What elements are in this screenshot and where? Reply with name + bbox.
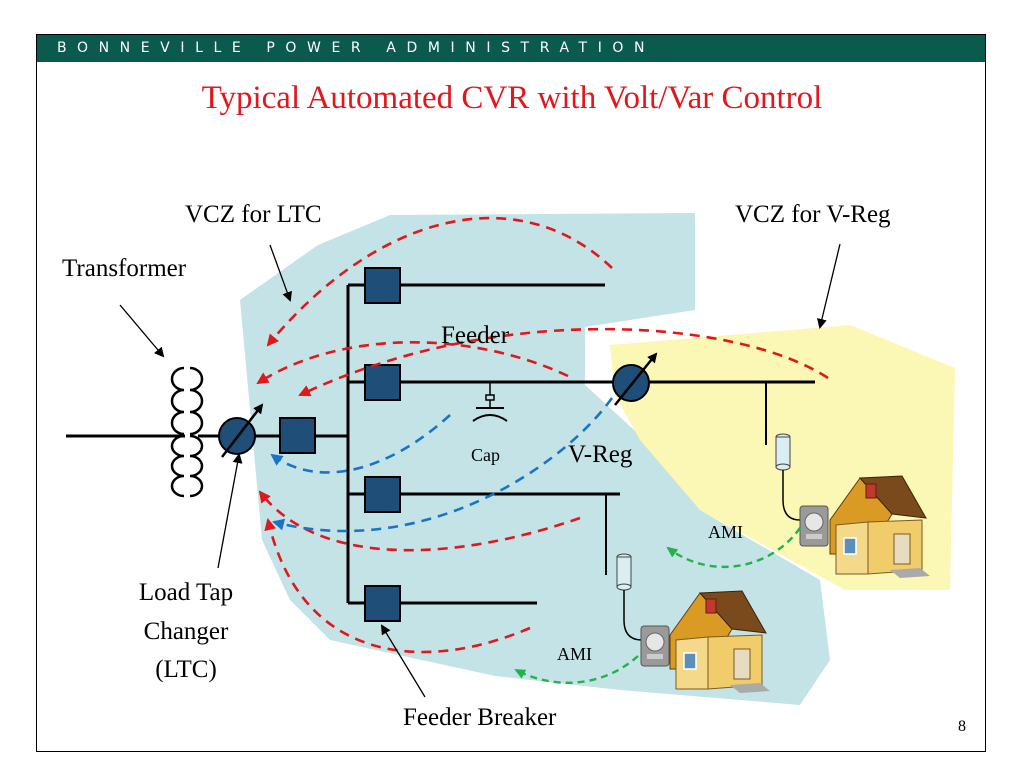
meter-icon bbox=[799, 505, 829, 547]
breaker-icon bbox=[364, 585, 401, 622]
vreg-control-arc bbox=[298, 327, 829, 397]
capacitor-icon bbox=[472, 383, 508, 422]
house-icon bbox=[669, 590, 770, 693]
blue-control-arc bbox=[270, 414, 451, 474]
ami-signal-arc bbox=[514, 655, 639, 684]
vcz-vreg-label: VCZ for V-Reg bbox=[735, 201, 891, 228]
feeder-breaker-label: Feeder Breaker bbox=[403, 704, 557, 731]
ami-label: AMI bbox=[708, 522, 743, 542]
house-icon bbox=[829, 475, 930, 578]
slide-title: Typical Automated CVR with Volt/Var Cont… bbox=[201, 80, 823, 116]
page-number: 8 bbox=[958, 718, 966, 735]
cap-label: Cap bbox=[471, 445, 500, 465]
slide-frame bbox=[36, 34, 986, 752]
service-drop bbox=[782, 470, 801, 521]
ltc-control-arc bbox=[256, 341, 569, 385]
vcz-ltc-label: VCZ for LTC bbox=[185, 201, 322, 228]
ltc-control-arc bbox=[266, 216, 613, 347]
blue-control-arc bbox=[272, 397, 614, 533]
pointer-arrow bbox=[217, 453, 243, 569]
vreg-label: V-Reg bbox=[568, 441, 633, 468]
sensor-icon bbox=[775, 433, 791, 471]
breaker-icon bbox=[279, 417, 316, 454]
ltc-control-arc bbox=[258, 490, 581, 552]
ami-signal-arc bbox=[666, 527, 801, 569]
breaker-icon bbox=[364, 476, 401, 513]
meter-icon bbox=[640, 625, 670, 667]
ltc-label-line-2: Changer bbox=[144, 618, 229, 645]
ltc-control-zone bbox=[240, 213, 830, 705]
pointer-arrow bbox=[269, 244, 292, 302]
ltc-control-arc bbox=[264, 518, 531, 654]
voltage-regulator-icon bbox=[612, 352, 658, 406]
header-banner-text: BONNEVILLE POWER ADMINISTRATION bbox=[57, 40, 656, 56]
sensor-icon bbox=[616, 553, 632, 591]
breaker-icon bbox=[364, 267, 401, 304]
service-drop bbox=[623, 590, 643, 641]
pointer-arrow bbox=[119, 304, 165, 358]
pointer-arrow bbox=[380, 624, 426, 698]
header-banner bbox=[37, 35, 985, 62]
ltc-label-line-3: (LTC) bbox=[155, 656, 217, 683]
pointer-arrow bbox=[817, 243, 841, 329]
feeder-label: Feeder bbox=[441, 322, 510, 349]
transformer-label: Transformer bbox=[62, 255, 187, 282]
breaker-icon bbox=[364, 364, 401, 401]
transformer-icon bbox=[170, 366, 204, 498]
ami-label: AMI bbox=[557, 644, 592, 664]
ltc-label-line-1: Load Tap bbox=[139, 579, 233, 606]
